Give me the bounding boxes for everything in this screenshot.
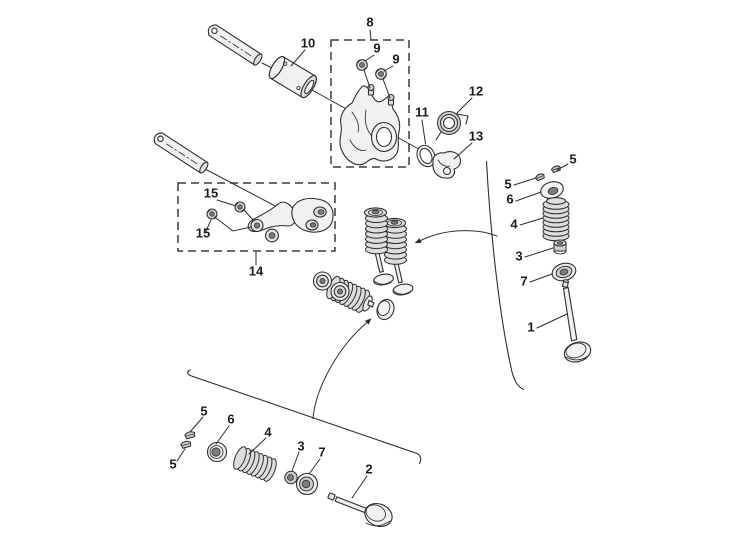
callout-3-bottom: 3 (297, 439, 304, 454)
callout-15-top: 15 (204, 186, 218, 201)
collar-10 (268, 56, 317, 99)
locknut-9-left (356, 59, 368, 71)
locknut-15-bottom (206, 208, 218, 220)
valve-spring-assembly-upright (363, 207, 414, 296)
spring-retainer-6-right (540, 181, 564, 199)
spring-retainer-6-bottom (206, 441, 228, 463)
reference-arrow-right (414, 230, 498, 244)
valve-seal-3-bottom (284, 470, 298, 485)
callout-labels: 8 9 9 10 11 12 13 14 15 15 5 5 6 4 3 7 1… (169, 15, 576, 477)
washer-11 (416, 144, 436, 168)
callout-14: 14 (249, 264, 264, 279)
valve-cotter-5-bottom-lower (180, 440, 192, 449)
callout-2: 2 (365, 462, 372, 477)
rocker-arm-assembly-8 (339, 84, 401, 166)
leader-lines (176, 29, 569, 499)
valve-spring-assembly-tilted (312, 271, 395, 321)
locknut-15-top (234, 201, 246, 213)
callout-13: 13 (469, 129, 483, 144)
callout-11: 11 (415, 105, 429, 120)
callout-4-bottom: 4 (264, 425, 272, 440)
valve-1 (561, 279, 592, 363)
reference-arrow-bottom (312, 318, 372, 419)
valve-seal-3-right (553, 239, 567, 255)
callout-6-bottom: 6 (227, 412, 234, 427)
callout-5-right-lower: 5 (504, 177, 511, 192)
torsion-spring-12 (435, 111, 469, 141)
valve-cotter-5-right-lower (534, 173, 545, 182)
valve-cotter-5-bottom-upper (184, 431, 196, 440)
group-box-8 (330, 39, 410, 168)
separator-line-bottom (187, 369, 422, 465)
callout-8: 8 (366, 15, 373, 30)
lever-13 (432, 151, 462, 179)
valve-spring-4-bottom (233, 446, 277, 482)
valve-spring-4-right (542, 197, 570, 242)
valve-cotter-5-right-upper (550, 165, 561, 174)
separator-line-right (485, 160, 525, 391)
group-box-14 (177, 182, 336, 252)
callout-15-bottom: 15 (196, 226, 210, 241)
callout-5-bottom-lower: 5 (169, 457, 176, 472)
callout-5-right-upper: 5 (569, 152, 576, 167)
callout-4-right: 4 (510, 217, 518, 232)
callout-10: 10 (301, 36, 315, 51)
rocker-shaft-lower (153, 132, 209, 174)
callout-12: 12 (469, 84, 483, 99)
callout-1: 1 (527, 320, 534, 335)
callout-7-right: 7 (520, 274, 527, 289)
callout-5-bottom-upper: 5 (200, 404, 207, 419)
callout-3-right: 3 (515, 249, 522, 264)
callout-9-left: 9 (373, 41, 380, 56)
rocker-shaft-top (207, 24, 263, 66)
spring-seat-7-bottom (295, 472, 319, 496)
rocker-arm-assembly-14 (247, 197, 334, 243)
callout-9-right: 9 (392, 52, 399, 67)
callout-6-right: 6 (506, 192, 513, 207)
valve-2 (327, 492, 393, 528)
callout-7-bottom: 7 (318, 445, 325, 460)
